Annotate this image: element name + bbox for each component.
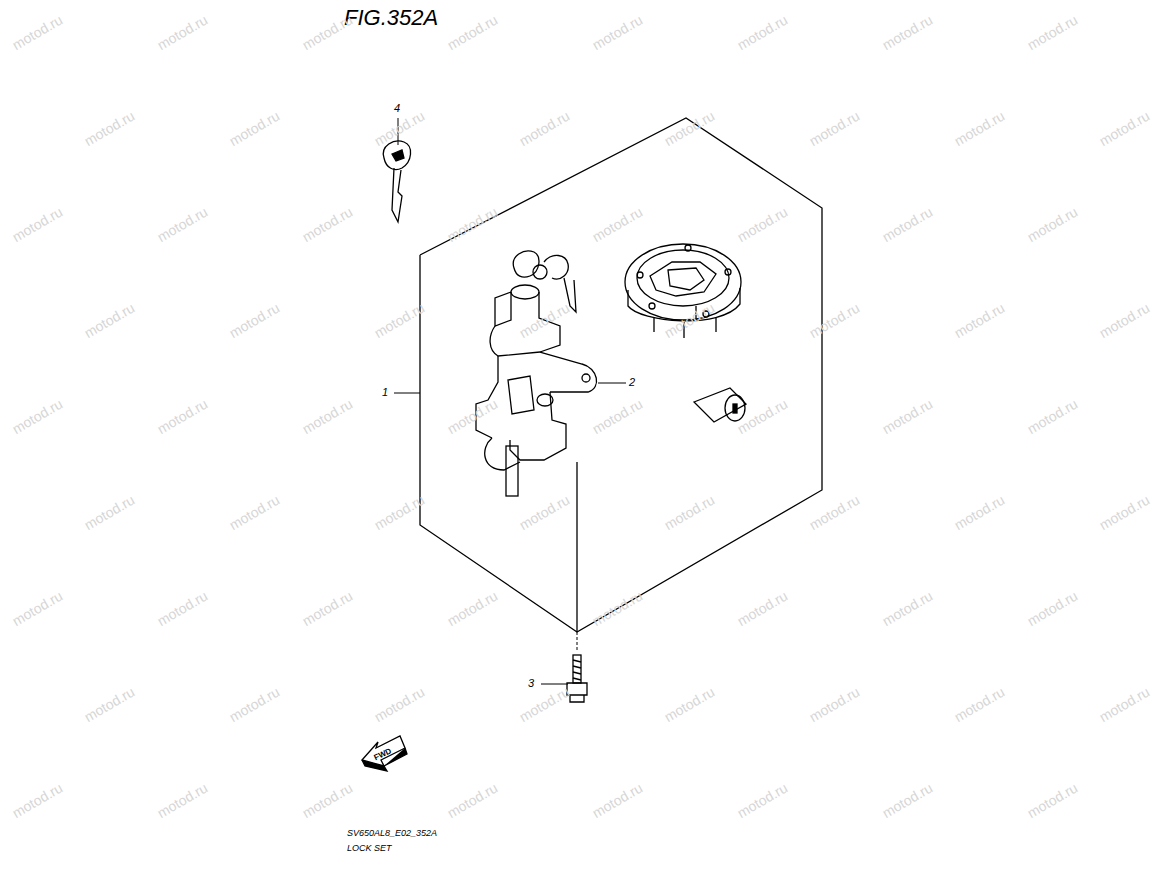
ignition-switch-drawing (476, 251, 597, 496)
callout-number: 2 (629, 376, 635, 388)
watermark: motod.ru (1025, 396, 1081, 437)
watermark: motod.ru (735, 12, 791, 53)
watermark: motod.ru (517, 300, 573, 341)
watermark: motod.ru (10, 12, 66, 53)
watermark: motod.ru (662, 108, 718, 149)
watermark: motod.ru (517, 108, 573, 149)
watermark: motod.ru (155, 780, 211, 821)
watermark: motod.ru (1097, 684, 1153, 725)
watermark: motod.ru (445, 12, 501, 53)
watermark: motod.ru (372, 684, 428, 725)
watermark: motod.ru (227, 300, 283, 341)
drawing-code: SV650AL8_E02_352A (347, 829, 437, 839)
watermark: motod.ru (300, 780, 356, 821)
watermark: motod.ru (807, 300, 863, 341)
figure-title: FIG.352A (344, 6, 438, 30)
watermark: motod.ru (590, 588, 646, 629)
watermark: motod.ru (590, 12, 646, 53)
watermark: motod.ru (10, 588, 66, 629)
set-box (420, 118, 822, 632)
watermark: motod.ru (1025, 588, 1081, 629)
watermark: motod.ru (662, 300, 718, 341)
callout-number: 4 (394, 102, 400, 114)
callout-number: 1 (382, 386, 388, 398)
watermark: motod.ru (1097, 300, 1153, 341)
watermark: motod.ru (590, 204, 646, 245)
watermark: motod.ru (880, 396, 936, 437)
watermark: motod.ru (807, 684, 863, 725)
watermark: motod.ru (10, 396, 66, 437)
watermark: motod.ru (155, 12, 211, 53)
watermark: motod.ru (300, 588, 356, 629)
watermark: motod.ru (880, 204, 936, 245)
leader-line (577, 632, 578, 652)
watermark: motod.ru (300, 204, 356, 245)
watermark: motod.ru (952, 684, 1008, 725)
watermark: motod.ru (82, 492, 138, 533)
watermark: motod.ru (10, 780, 66, 821)
watermark: motod.ru (1097, 108, 1153, 149)
watermark: motod.ru (880, 780, 936, 821)
caption-text: LOCK SET (347, 844, 392, 854)
watermark: motod.ru (735, 780, 791, 821)
watermark: motod.ru (10, 204, 66, 245)
leader-line (394, 393, 420, 394)
watermark: motod.ru (517, 684, 573, 725)
watermark: motod.ru (1097, 492, 1153, 533)
box-edge (576, 462, 577, 632)
watermark: motod.ru (1025, 780, 1081, 821)
callout-number: 3 (528, 677, 534, 689)
watermark: motod.ru (735, 588, 791, 629)
watermark: motod.ru (952, 492, 1008, 533)
lock-cylinder-drawing (694, 388, 746, 422)
watermark: motod.ru (590, 780, 646, 821)
watermark: motod.ru (1025, 204, 1081, 245)
watermark: motod.ru (82, 684, 138, 725)
watermark: motod.ru (227, 108, 283, 149)
watermark: motod.ru (662, 684, 718, 725)
watermark: motod.ru (880, 588, 936, 629)
key-drawing (383, 141, 410, 222)
watermark: motod.ru (445, 396, 501, 437)
watermark: motod.ru (372, 300, 428, 341)
watermark: motod.ru (517, 492, 573, 533)
forward-arrow (362, 736, 407, 771)
watermark: motod.ru (82, 108, 138, 149)
watermark: motod.ru (590, 396, 646, 437)
watermark: motod.ru (662, 492, 718, 533)
watermark: motod.ru (155, 588, 211, 629)
watermark: motod.ru (735, 396, 791, 437)
leader-line (598, 383, 626, 384)
watermark: motod.ru (300, 396, 356, 437)
watermark: motod.ru (735, 204, 791, 245)
watermark: motod.ru (1025, 12, 1081, 53)
watermark: motod.ru (880, 12, 936, 53)
watermark: motod.ru (952, 108, 1008, 149)
watermark: motod.ru (445, 588, 501, 629)
watermark: motod.ru (807, 108, 863, 149)
watermark: motod.ru (155, 396, 211, 437)
watermark: motod.ru (807, 492, 863, 533)
watermark: motod.ru (445, 780, 501, 821)
watermark: motod.ru (372, 492, 428, 533)
watermark: motod.ru (155, 204, 211, 245)
watermark: motod.ru (445, 204, 501, 245)
watermark: motod.ru (82, 300, 138, 341)
watermark: motod.ru (227, 492, 283, 533)
watermark: motod.ru (952, 300, 1008, 341)
watermark: motod.ru (227, 684, 283, 725)
watermark: motod.ru (300, 12, 356, 53)
watermark: motod.ru (372, 108, 428, 149)
